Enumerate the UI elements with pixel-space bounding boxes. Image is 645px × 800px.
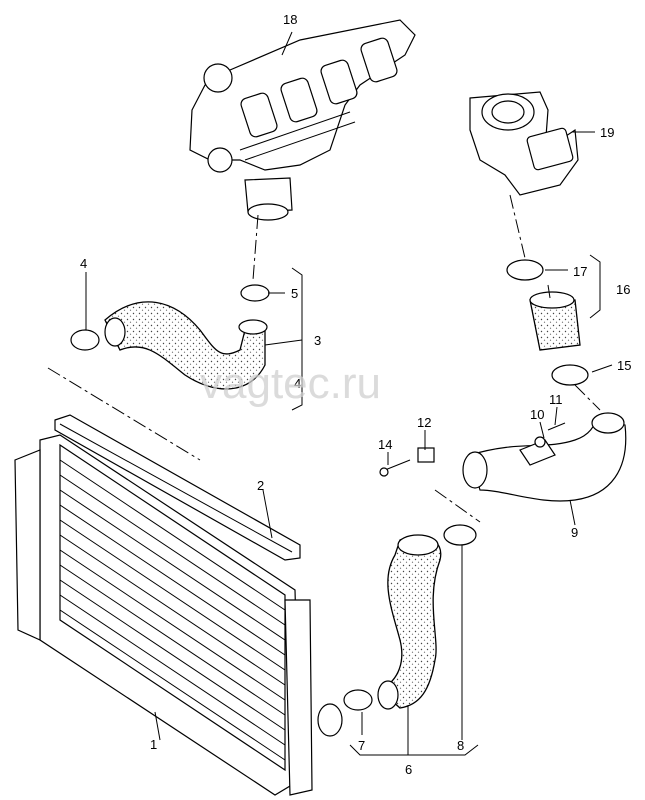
- callout-16: 16: [616, 282, 630, 297]
- hose-clamps: [70, 259, 589, 711]
- callout-5: 5: [291, 286, 298, 301]
- callout-9: 9: [571, 525, 578, 540]
- throttle-body: [469, 91, 579, 196]
- callout-18: 18: [283, 12, 297, 27]
- callout-6: 6: [405, 762, 412, 777]
- leader-lines: [85, 31, 613, 756]
- callout-7: 7: [358, 738, 365, 753]
- callout-3: 3: [314, 333, 321, 348]
- clamp-15: [551, 364, 589, 386]
- hose-throttle-side: [529, 291, 581, 351]
- bracket-12: [417, 447, 435, 463]
- turbocharger-manifold: [189, 19, 416, 221]
- clamp-7: [343, 689, 373, 711]
- callout-8: 8: [457, 738, 464, 753]
- clamp-4: [70, 329, 100, 351]
- callout-15: 15: [617, 358, 631, 373]
- clip-10: [534, 436, 546, 448]
- callout-12: 12: [417, 415, 431, 430]
- bolt-14: [384, 459, 411, 471]
- watermark-text: vagtec.ru: [200, 359, 381, 408]
- callout-11: 11: [549, 392, 563, 407]
- clamp-8: [443, 524, 477, 546]
- callout-17: 17: [573, 264, 587, 279]
- charge-air-hose-upper: [104, 301, 268, 390]
- callout-19: 19: [600, 125, 614, 140]
- screw-11: [547, 422, 566, 431]
- intercooler: [14, 434, 343, 796]
- clamp-17: [506, 259, 544, 281]
- assembly-lines: [47, 194, 601, 523]
- air-guide-strip: [54, 414, 301, 561]
- charge-air-hose-lower: [377, 534, 442, 710]
- clamp-5: [240, 284, 270, 302]
- callout-4-right: 4: [294, 376, 301, 391]
- fasteners: [379, 422, 566, 477]
- callout-14: 14: [378, 437, 392, 452]
- callout-1: 1: [150, 737, 157, 752]
- callout-2: 2: [257, 478, 264, 493]
- callout-labels: 1 2 3 4 4 5 6 7 8 9 10 11 12 14 15 16 17…: [80, 12, 631, 777]
- intercooler-fins: [59, 459, 286, 761]
- charge-air-pipe: [462, 412, 627, 502]
- callout-10: 10: [530, 407, 544, 422]
- callout-4-left: 4: [80, 256, 87, 271]
